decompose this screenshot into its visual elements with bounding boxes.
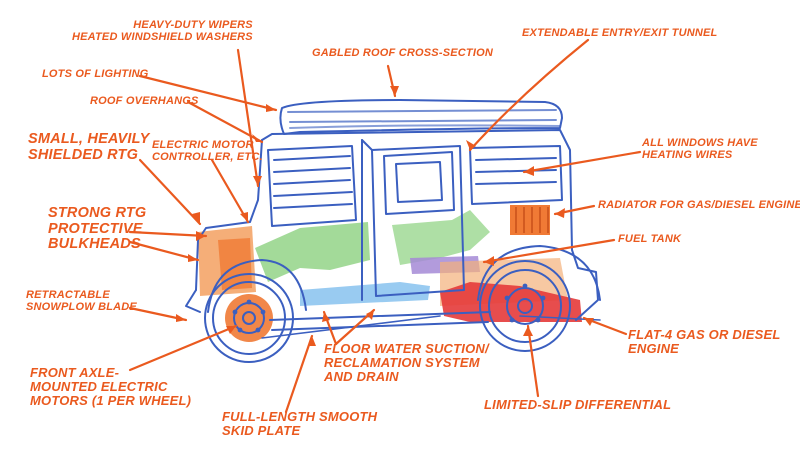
label-bulkheads-line-2: protective: [48, 220, 143, 237]
label-lighting: Lots of lighting: [42, 68, 149, 80]
label-front-motors: Front axle- mounted electric motors (1 p…: [30, 365, 192, 409]
label-skid-plate-line-2: skid plate: [222, 423, 301, 439]
pointer-arrowheads: [176, 86, 594, 346]
label-snowplow-line-2: snowplow blade: [26, 300, 137, 313]
label-rtg-line-1: Small, heavily: [28, 131, 150, 147]
label-wipers-line-1: Heavy-duty wipers: [133, 19, 253, 31]
label-wipers: Heavy-duty wipers heated windshield wash…: [72, 19, 253, 44]
water-system-fill: [300, 282, 430, 306]
body-outline: [185, 99, 601, 339]
label-front-motors-line-3: motors (1 per wheel): [30, 393, 192, 409]
rtg-fill: [218, 238, 252, 290]
front-motor-fill: [225, 294, 273, 342]
label-fuel-tank: Fuel tank: [618, 233, 682, 245]
label-water-line-2: reclamation system: [324, 355, 480, 371]
label-windows-line-2: heating wires: [642, 148, 733, 161]
label-gabled-roof: Gabled roof cross-section: [312, 47, 494, 59]
label-entry-tunnel: Extendable entry/exit tunnel: [522, 27, 718, 39]
label-engine: Flat-4 gas or diesel engine: [628, 327, 781, 357]
interior-green-fill: [255, 222, 370, 282]
label-rtg-bulkheads: Strong RTG protective bulkheads: [48, 205, 147, 253]
label-water-line-3: and drain: [324, 369, 399, 385]
label-snowplow: Retractable snowplow blade: [26, 289, 137, 314]
label-skid-plate-line-1: Full-length smooth: [222, 409, 378, 424]
label-rtg-line-2: shielded RTG: [28, 146, 139, 163]
label-engine-line-1: Flat-4 gas or diesel: [628, 327, 781, 342]
label-bulkheads-line-1: Strong RTG: [48, 205, 147, 221]
label-skid-plate: Full-length smooth skid plate: [222, 409, 378, 439]
label-motor-controller: Electric motor controller, etc.: [152, 139, 263, 164]
label-controller-line-1: Electric motor: [152, 139, 254, 151]
label-differential: Limited-slip differential: [484, 397, 672, 412]
label-engine-line-2: engine: [628, 341, 680, 357]
label-controller-line-2: controller, etc.: [152, 150, 263, 163]
label-windows-line-1: All windows have: [642, 137, 758, 149]
interior-green-fill-2: [392, 210, 490, 265]
label-rtg: Small, heavily shielded RTG: [28, 131, 150, 163]
label-snowplow-line-1: Retractable: [26, 289, 110, 301]
label-bulkheads-line-3: bulkheads: [48, 236, 141, 253]
label-water-system: Floor water suction/ reclamation system …: [324, 341, 489, 385]
label-window-heating: All windows have heating wires: [642, 137, 758, 162]
label-water-line-1: Floor water suction/: [324, 341, 489, 356]
label-front-motors-line-2: mounted electric: [30, 379, 168, 395]
label-wipers-line-2: heated windshield washers: [72, 30, 253, 43]
label-roof-overhangs: Roof overhangs: [90, 95, 199, 107]
pointer-lines: [128, 38, 642, 414]
label-radiator: Radiator for gas/diesel engine: [598, 199, 800, 211]
label-front-motors-line-1: Front axle-: [30, 365, 120, 380]
